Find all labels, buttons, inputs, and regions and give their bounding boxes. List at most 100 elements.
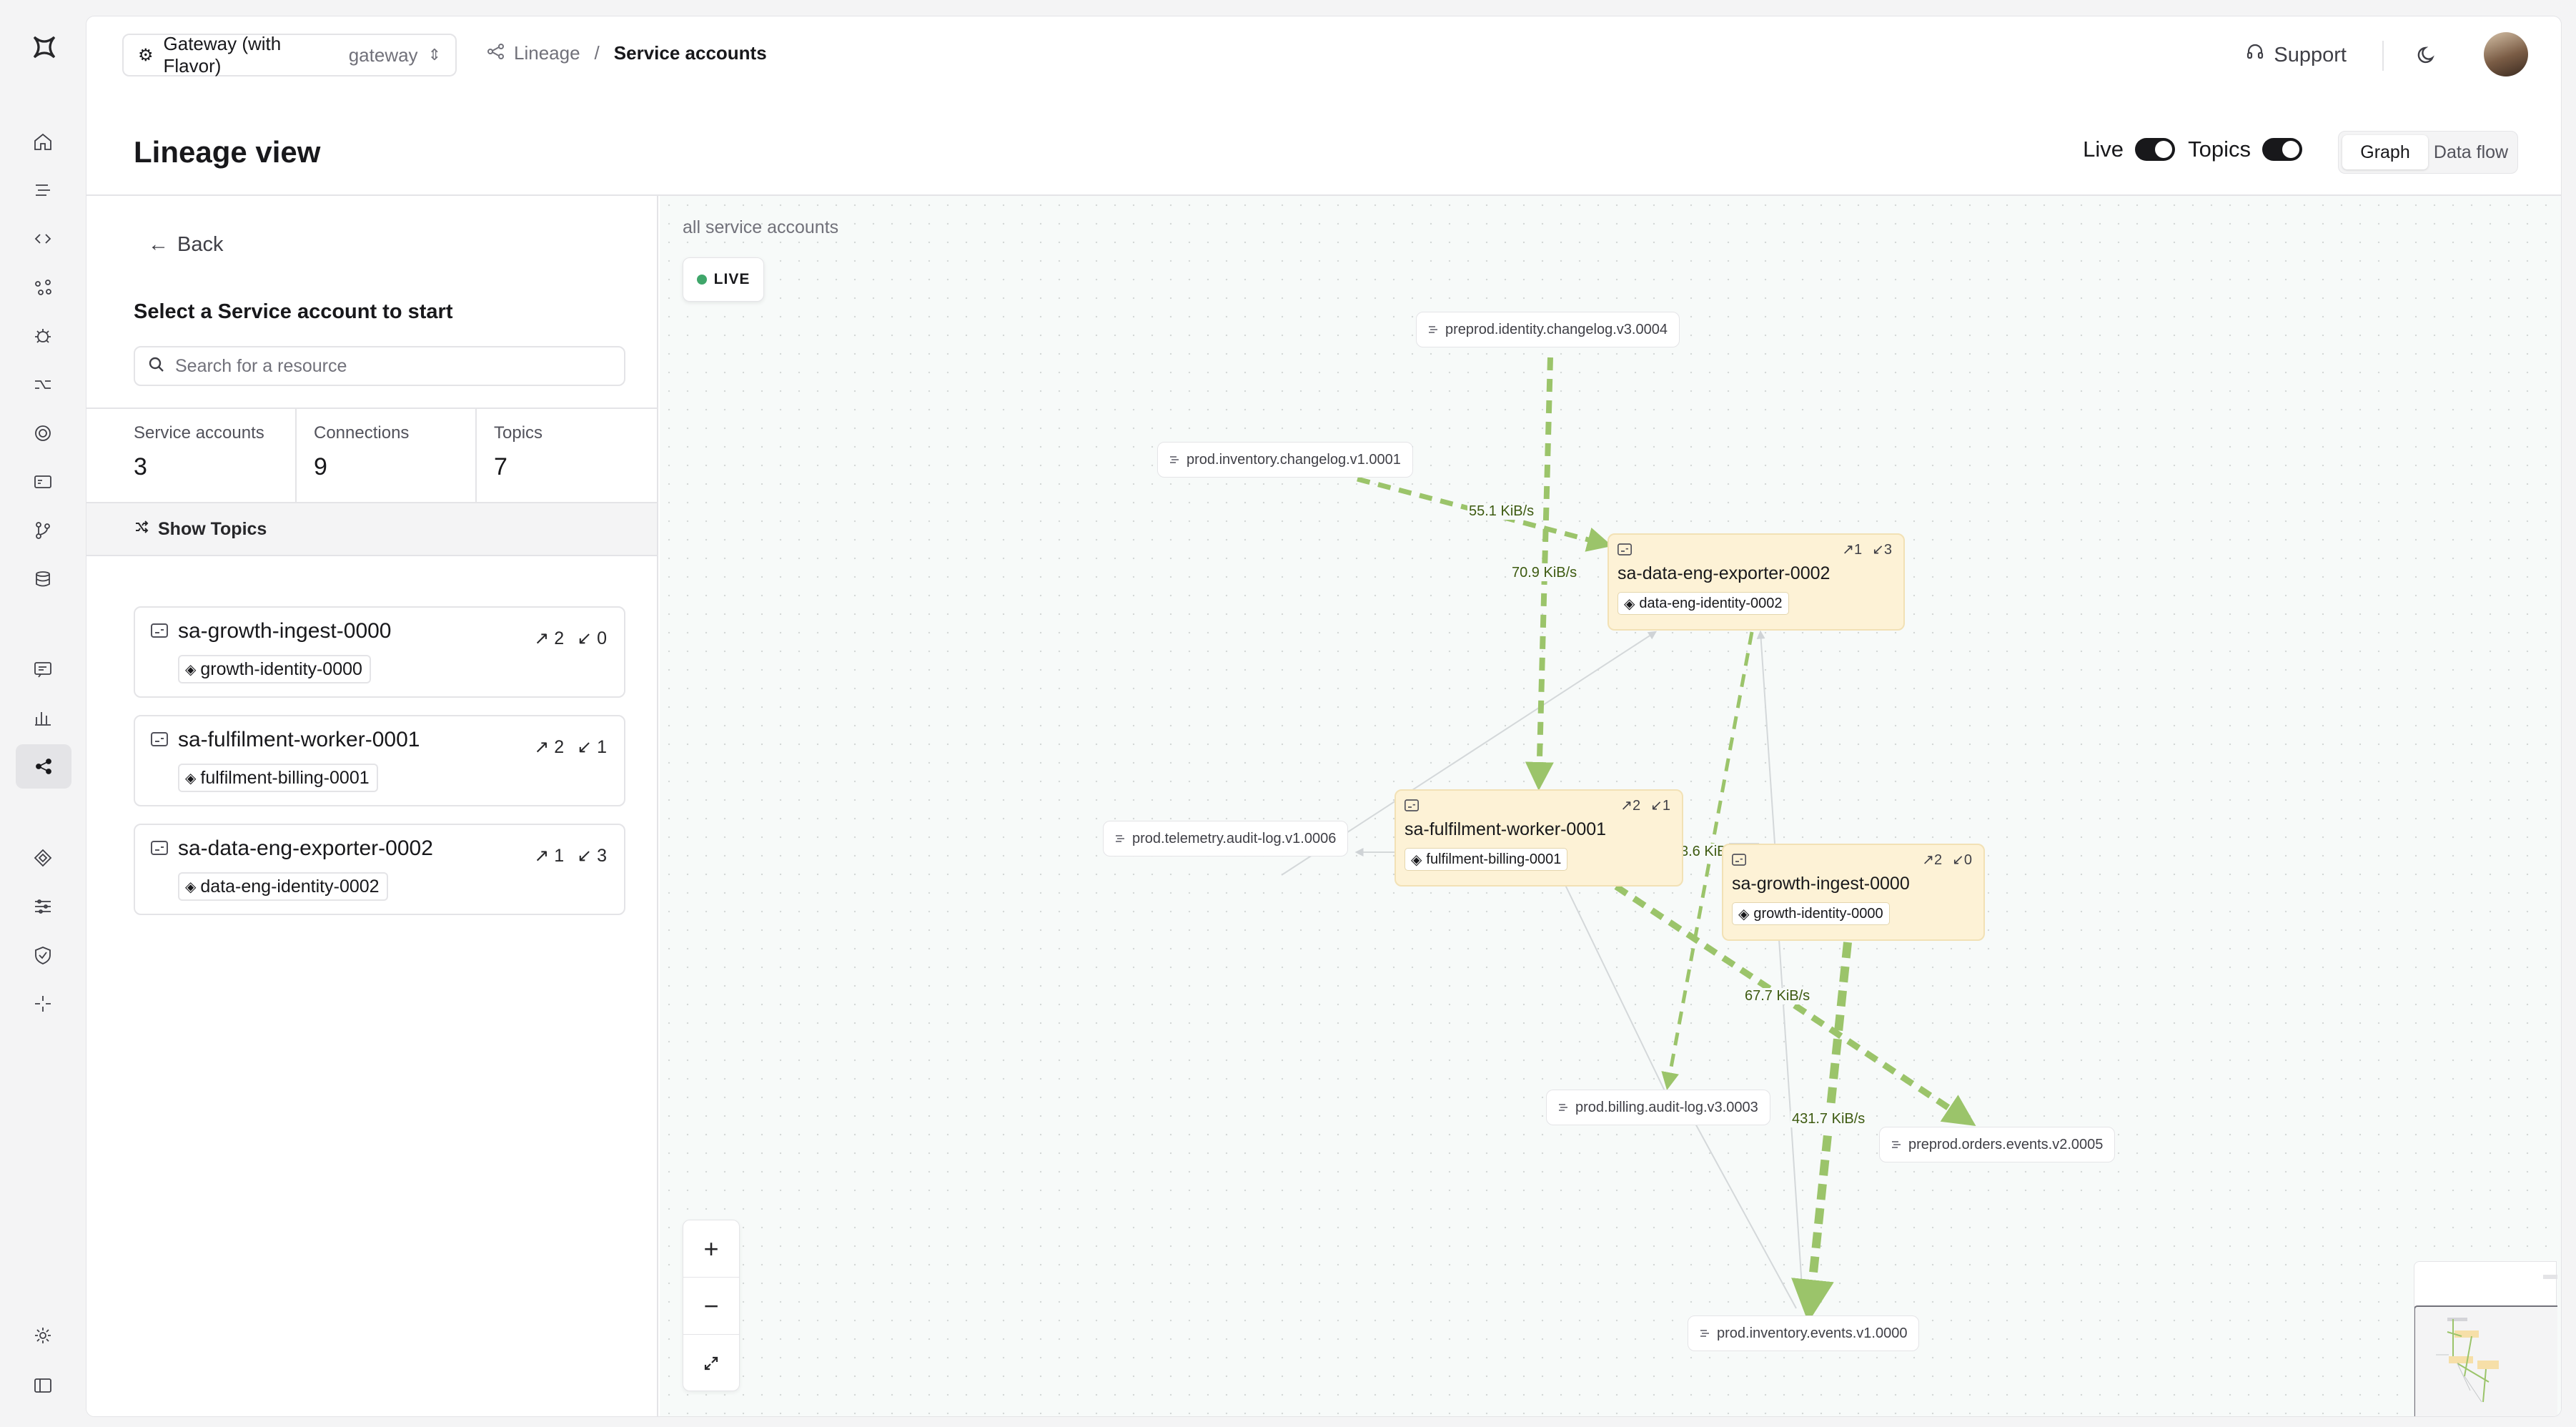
lineage-icon[interactable] xyxy=(16,744,71,789)
diamond-icon[interactable] xyxy=(26,841,60,875)
gear-chip-icon[interactable] xyxy=(26,416,60,450)
gateway-icon: ⚙ xyxy=(138,45,154,65)
cards-icon[interactable] xyxy=(26,465,60,499)
database-icon[interactable] xyxy=(26,562,60,596)
service-account-icon xyxy=(151,732,168,746)
shield-icon[interactable] xyxy=(26,938,60,972)
topic-node[interactable]: prod.inventory.changelog.v1.0001 xyxy=(1157,442,1413,478)
stat-value: 9 xyxy=(314,453,327,480)
diamond-icon: ◈ xyxy=(1624,596,1635,612)
incoming-count: ↙1 xyxy=(1650,798,1670,814)
sidebar-toggle-icon[interactable] xyxy=(26,1368,60,1403)
messages-icon[interactable] xyxy=(26,652,60,686)
zoom-controls: + − xyxy=(683,1220,740,1391)
tab-data-flow[interactable]: Data flow xyxy=(2433,142,2509,162)
sliders-icon[interactable] xyxy=(26,889,60,924)
search-box xyxy=(134,346,625,386)
topic-icon xyxy=(1892,1141,1901,1148)
outgoing-count: ↗ 1 xyxy=(534,846,565,866)
search-input[interactable] xyxy=(175,355,611,377)
headset-icon xyxy=(2245,42,2265,68)
node-name: sa-growth-ingest-0000 xyxy=(1732,874,1910,894)
branch-icon[interactable] xyxy=(26,513,60,548)
edge-throughput-label: 67.7 KiB/s xyxy=(1743,988,1812,1004)
identity-tag: ◈ data-eng-identity-0002 xyxy=(1618,592,1789,615)
topic-node[interactable]: preprod.orders.events.v2.0005 xyxy=(1879,1127,2116,1162)
outgoing-count: ↗ 2 xyxy=(534,628,565,648)
identity-tag: ◈ growth-identity-0000 xyxy=(178,655,371,683)
back-button[interactable]: ← Back xyxy=(148,233,223,257)
support-link[interactable]: Support xyxy=(2245,42,2347,68)
flow-edge xyxy=(1661,631,1754,1090)
support-label: Support xyxy=(2274,43,2347,66)
node-name: sa-fulfilment-worker-0001 xyxy=(1405,819,1607,839)
topic-node[interactable]: prod.telemetry.audit-log.v1.0006 xyxy=(1103,821,1349,856)
flow-edge xyxy=(1791,942,1852,1323)
code-icon[interactable] xyxy=(26,222,60,256)
service-account-card[interactable]: sa-fulfilment-worker-0001 ↗ 2 ↙ 1 ◈ fulf… xyxy=(134,715,625,806)
header-divider-line xyxy=(86,194,2561,196)
zoom-out-button[interactable]: − xyxy=(683,1278,739,1335)
lineage-canvas[interactable]: all service accounts LIVE 55.1 xyxy=(660,196,2561,1416)
topic-node[interactable]: prod.billing.audit-log.v3.0003 xyxy=(1546,1090,1770,1125)
live-switch[interactable] xyxy=(2135,138,2175,161)
outgoing-count: ↗2 xyxy=(1922,852,1943,868)
bug-icon[interactable] xyxy=(26,319,60,353)
connection-counts: ↗ 2 ↙ 1 xyxy=(534,736,607,758)
show-topics-label: Show Topics xyxy=(158,518,267,539)
flows-icon[interactable] xyxy=(26,367,60,402)
gateway-selector[interactable]: ⚙ Gateway (with Flavor) gateway ⇕ xyxy=(122,33,457,76)
expand-icon xyxy=(704,1356,718,1371)
identity-name: data-eng-identity-0002 xyxy=(200,876,380,897)
service-account-node[interactable]: ↗2 ↙1 sa-fulfilment-worker-0001 ◈ fulfil… xyxy=(1394,789,1683,887)
service-account-node[interactable]: ↗2 ↙0 sa-growth-ingest-0000 ◈ growth-ide… xyxy=(1722,844,1985,941)
topic-node[interactable]: preprod.identity.changelog.v3.0004 xyxy=(1416,312,1680,347)
minimap[interactable] xyxy=(2414,1261,2561,1416)
service-account-card[interactable]: sa-growth-ingest-0000 ↗ 2 ↙ 0 ◈ growth-i… xyxy=(134,606,625,698)
live-dot xyxy=(696,275,707,285)
live-toggle[interactable]: Live xyxy=(2083,137,2175,162)
identity-name: fulfilment-billing-0001 xyxy=(200,767,370,788)
avatar[interactable] xyxy=(2484,32,2528,76)
connectors-icon[interactable] xyxy=(26,270,60,305)
gateway-name: Gateway (with Flavor) xyxy=(163,33,282,76)
fit-view-button[interactable] xyxy=(683,1335,739,1392)
topic-name: preprod.orders.events.v2.0005 xyxy=(1908,1136,2104,1152)
breadcrumb: Lineage / Service accounts xyxy=(487,42,767,64)
service-account-icon xyxy=(1405,799,1419,811)
chart-icon[interactable] xyxy=(26,701,60,735)
arrow-left-icon: ← xyxy=(148,233,169,256)
show-topics-button[interactable]: Show Topics xyxy=(86,503,657,556)
sidebar-title: Select a Service account to start xyxy=(134,300,453,323)
service-account-card[interactable]: sa-data-eng-exporter-0002 ↗ 1 ↙ 3 ◈ data… xyxy=(134,824,625,915)
moon-icon[interactable] xyxy=(2415,42,2441,68)
topics-switch[interactable] xyxy=(2262,138,2302,161)
service-account-name: sa-data-eng-exporter-0002 xyxy=(178,836,433,860)
canvas-scope-label: all service accounts xyxy=(683,217,839,237)
app-logo-icon[interactable] xyxy=(29,31,63,66)
diamond-icon: ◈ xyxy=(185,661,197,678)
topic-node[interactable]: prod.inventory.events.v1.0000 xyxy=(1688,1315,1920,1351)
tab-graph[interactable]: Graph xyxy=(2342,135,2428,169)
zoom-in-button[interactable]: + xyxy=(683,1220,739,1278)
stat-service-accounts: Service accounts 3 xyxy=(86,409,297,502)
live-badge: LIVE xyxy=(683,257,764,302)
service-account-node[interactable]: ↗1 ↙3 sa-data-eng-exporter-0002 ◈ data-e… xyxy=(1607,533,1905,631)
service-account-name: sa-growth-ingest-0000 xyxy=(178,619,392,643)
sparkle-icon[interactable] xyxy=(26,987,60,1021)
page-title: Lineage view xyxy=(134,135,321,169)
identity-name: growth-identity-0000 xyxy=(200,658,362,679)
settings-icon[interactable] xyxy=(26,1318,60,1353)
service-account-name: sa-fulfilment-worker-0001 xyxy=(178,728,420,751)
topics-icon[interactable] xyxy=(26,173,60,207)
topic-icon xyxy=(1700,1330,1709,1337)
search-icon xyxy=(148,356,165,377)
identity-tag: ◈ fulfilment-billing-0001 xyxy=(1405,848,1568,871)
edge xyxy=(1564,883,1668,1097)
topics-toggle[interactable]: Topics xyxy=(2188,137,2302,162)
flow-edge xyxy=(1614,884,1976,1126)
service-account-icon xyxy=(151,623,168,638)
minimap-graph xyxy=(2414,1275,2561,1416)
home-icon[interactable] xyxy=(26,124,60,159)
breadcrumb-parent[interactable]: Lineage xyxy=(514,42,580,64)
